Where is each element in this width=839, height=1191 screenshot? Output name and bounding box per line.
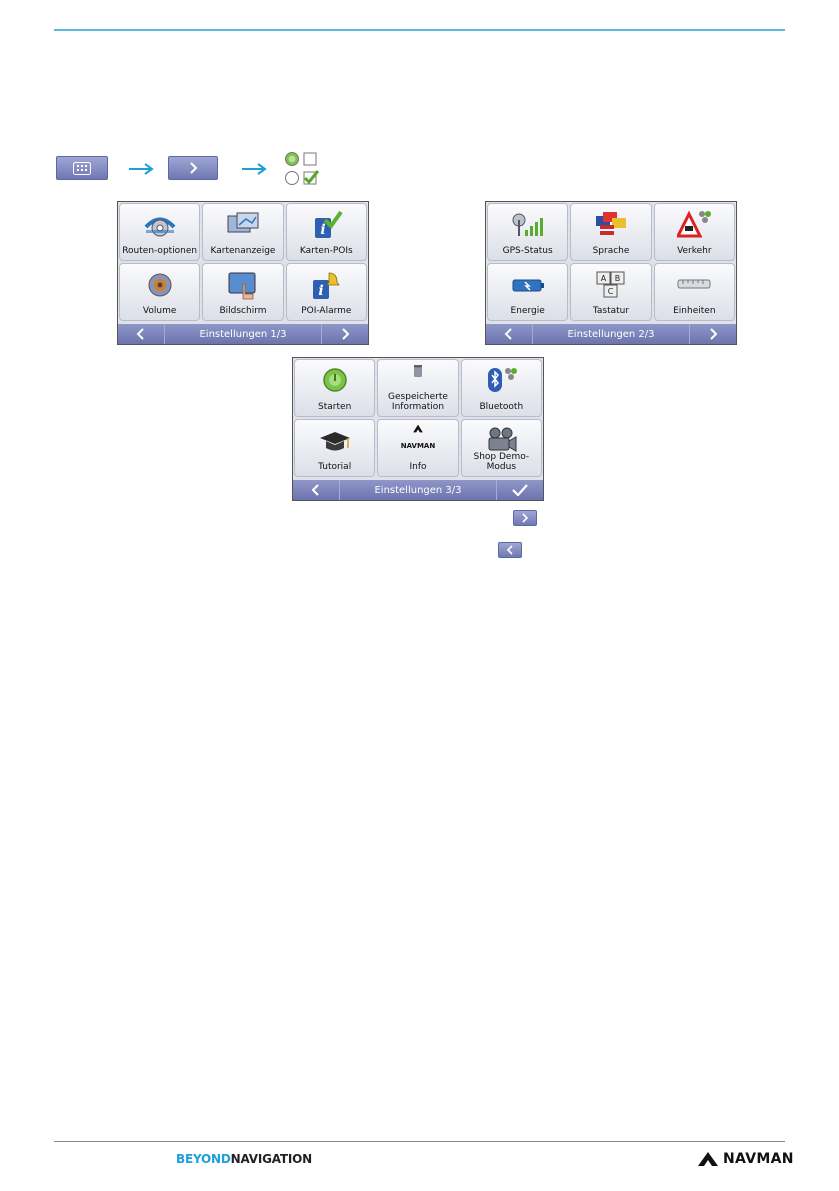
svg-text:B: B — [615, 274, 621, 283]
header-rule — [54, 29, 785, 31]
svg-text:A: A — [601, 274, 607, 283]
video-camera-icon — [484, 426, 518, 456]
tile-label: Verkehr — [677, 246, 712, 256]
chevron-left-icon — [311, 484, 321, 496]
tile-label: Tastatur — [593, 306, 629, 316]
screen-nav-bar: Einstellungen 3/3 — [293, 480, 543, 500]
tile-gps-status[interactable]: GPS-Status — [487, 203, 568, 261]
tile-label: Tutorial — [318, 462, 351, 472]
navman-logo: NAVMAN — [697, 1151, 794, 1167]
brand-navigation-text: NAVIGATION — [231, 1152, 312, 1166]
next-page-button[interactable] — [168, 156, 218, 180]
svg-text:i: i — [319, 283, 324, 299]
screen-title: Einstellungen 3/3 — [340, 480, 496, 500]
tile-tastatur[interactable]: A B C Tastatur — [570, 263, 651, 321]
gps-status-icon — [511, 210, 545, 240]
inline-previous-button — [498, 542, 522, 558]
map-pois-icon: i — [309, 210, 343, 240]
tile-bluetooth[interactable]: Bluetooth — [461, 359, 542, 417]
settings-screen-1: Routen-optionen Kartenanzeige i Karten-P… — [117, 201, 369, 345]
inline-next-button — [513, 510, 537, 526]
tile-sprache[interactable]: Sprache — [570, 203, 651, 261]
tile-label: Energie — [511, 306, 545, 316]
navman-logo-icon — [401, 424, 435, 442]
tile-poi-alarme[interactable]: i POI-Alarme — [286, 263, 367, 321]
menu-grid-icon — [73, 162, 91, 175]
ruler-icon — [677, 270, 711, 300]
chevron-right-icon — [340, 328, 350, 340]
volume-icon — [143, 270, 177, 300]
tile-label: Karten-POIs — [300, 246, 353, 256]
tile-label: Kartenanzeige — [211, 246, 276, 256]
chevron-right-icon — [521, 513, 529, 523]
navman-logo-icon — [697, 1151, 719, 1167]
tile-tutorial[interactable]: Tutorial — [294, 419, 375, 477]
route-options-icon — [143, 210, 177, 240]
svg-text:C: C — [608, 287, 614, 296]
tile-info[interactable]: NAVMAN Info — [377, 419, 458, 477]
main-menu-button[interactable] — [56, 156, 108, 180]
screen-touch-icon — [226, 270, 260, 300]
footer-rule — [54, 1141, 785, 1142]
tile-einheiten[interactable]: Einheiten — [654, 263, 735, 321]
tile-routen-optionen[interactable]: Routen-optionen — [119, 203, 200, 261]
tile-volume[interactable]: Volume — [119, 263, 200, 321]
poi-alarm-icon: i — [309, 270, 343, 300]
bluetooth-icon — [484, 366, 518, 396]
checkmark-icon — [512, 484, 528, 496]
chevron-left-icon — [506, 545, 514, 555]
options-radio-check-icon — [284, 151, 320, 187]
previous-page-button[interactable] — [486, 324, 533, 344]
tile-label: Gespeicherte Information — [388, 392, 448, 412]
svg-text:i: i — [321, 222, 326, 238]
screen-nav-bar: Einstellungen 1/3 — [118, 324, 368, 344]
confirm-button[interactable] — [496, 480, 543, 500]
tile-starten[interactable]: Starten — [294, 359, 375, 417]
chevron-right-icon — [708, 328, 718, 340]
tile-label: GPS-Status — [503, 246, 553, 256]
battery-icon — [511, 270, 545, 300]
tile-label: Info — [409, 462, 426, 472]
next-page-button[interactable] — [689, 324, 736, 344]
tile-shop-demo-modus[interactable]: Shop Demo-Modus — [461, 419, 542, 477]
navman-logo-text: NAVMAN — [378, 442, 457, 450]
next-page-button[interactable] — [321, 324, 368, 344]
graduation-cap-icon — [318, 426, 352, 456]
tile-label: Bildschirm — [219, 306, 266, 316]
tile-kartenanzeige[interactable]: Kartenanzeige — [202, 203, 283, 261]
beyond-navigation-logo: BEYONDNAVIGATION — [176, 1152, 312, 1166]
screen-title: Einstellungen 2/3 — [533, 324, 689, 344]
tile-label: Bluetooth — [479, 402, 523, 412]
tile-karten-pois[interactable]: i Karten-POIs — [286, 203, 367, 261]
settings-screen-2: GPS-Status Sprache Verkehr — [485, 201, 737, 345]
tile-energie[interactable]: Energie — [487, 263, 568, 321]
tile-gespeicherte-information[interactable]: Gespeicherte Information — [377, 359, 458, 417]
settings-screen-3: Starten Gespeicherte Information Bluetoo… — [292, 357, 544, 501]
traffic-icon — [677, 210, 711, 240]
language-flags-icon — [594, 210, 628, 240]
arrow-right-icon — [128, 163, 154, 175]
arrow-right-icon — [241, 163, 267, 175]
chevron-right-icon — [188, 162, 198, 174]
tile-label: Routen-optionen — [122, 246, 197, 256]
tile-label: Starten — [318, 402, 351, 412]
map-display-icon — [226, 210, 260, 240]
keyboard-abc-icon: A B C — [594, 270, 628, 300]
trash-icon — [401, 363, 435, 383]
tile-bildschirm[interactable]: Bildschirm — [202, 263, 283, 321]
tile-label: POI-Alarme — [301, 306, 351, 316]
screen-title: Einstellungen 1/3 — [165, 324, 321, 344]
tile-verkehr[interactable]: Verkehr — [654, 203, 735, 261]
start-power-icon — [318, 366, 352, 396]
previous-page-button[interactable] — [118, 324, 165, 344]
brand-navman-text: NAVMAN — [723, 1151, 794, 1167]
chevron-left-icon — [136, 328, 146, 340]
chevron-left-icon — [504, 328, 514, 340]
screen-nav-bar: Einstellungen 2/3 — [486, 324, 736, 344]
tile-label: Einheiten — [673, 306, 715, 316]
brand-beyond-text: BEYOND — [176, 1152, 231, 1166]
tile-label: Volume — [143, 306, 176, 316]
tile-label: Sprache — [593, 246, 630, 256]
previous-page-button[interactable] — [293, 480, 340, 500]
